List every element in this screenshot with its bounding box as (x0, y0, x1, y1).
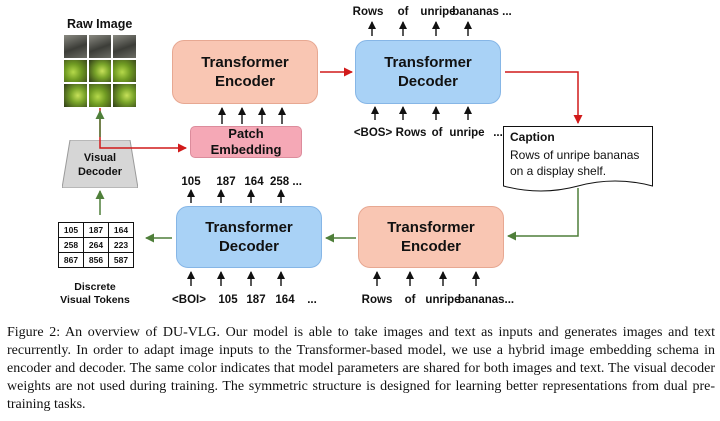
top-input-token: Rows (395, 127, 427, 139)
connection-arrows (95, 21, 583, 286)
transformer-decoder-top: Transformer Decoder (355, 40, 501, 104)
top-output-token: bananas ... (452, 6, 512, 18)
token-grid-cell: 856 (83, 252, 109, 268)
visual-decoder-label: Visual Decoder (77, 152, 123, 178)
raw-image-tile (64, 35, 87, 58)
top-output-token: of (397, 6, 409, 18)
top-output-token: Rows (352, 6, 384, 18)
patch-embedding: Patch Embedding (190, 126, 302, 158)
bottom-output-token: 258 ... (270, 176, 302, 188)
bottom-output-token: 105 (181, 176, 201, 188)
raw-image-tile (88, 84, 112, 107)
bottom-output-token: 187 (216, 176, 236, 188)
raw-image (64, 35, 136, 107)
raw-image-tile (113, 35, 136, 58)
visual-tokens-label: Discrete Visual Tokens (60, 281, 130, 306)
token-grid-cell: 223 (108, 237, 134, 253)
bottom-output-token: 164 (244, 176, 264, 188)
transformer-encoder-top: Transformer Encoder (172, 40, 318, 104)
raw-image-label: Raw Image (67, 17, 133, 31)
top-input-token: <BOS> (353, 127, 393, 139)
top-input-token: unripe (449, 127, 485, 139)
raw-image-tile (113, 59, 136, 83)
caption-document-shape (503, 126, 653, 192)
figure-caption: Figure 2: An overview of DU-VLG. Our mod… (7, 325, 715, 412)
bottom-input-token: ... (307, 294, 317, 306)
token-grid-cell: 587 (108, 252, 134, 268)
bottom-input-token: 164 (275, 294, 295, 306)
bottom-input-token: <BOI> (172, 294, 206, 306)
raw-image-tile (64, 84, 87, 107)
raw-image-tile (64, 59, 87, 83)
encoder-input-token: unripe (425, 294, 461, 306)
bottom-input-token: 105 (218, 294, 238, 306)
top-output-token: unripe (420, 6, 456, 18)
raw-image-tile (88, 35, 112, 58)
encoder-input-token: of (404, 294, 416, 306)
raw-image-tile (113, 84, 136, 107)
caption-text: Rows of unripe bananas on a display shel… (510, 148, 640, 178)
encoder-input-token: bananas... (457, 294, 515, 306)
transformer-decoder-bottom: Transformer Decoder (176, 206, 322, 268)
transformer-encoder-bottom: Transformer Encoder (358, 206, 504, 268)
bottom-input-token: 187 (246, 294, 266, 306)
red-arrow-decoder-to-caption (505, 71, 583, 124)
encoder-input-token: Rows (361, 294, 393, 306)
red-arrow-image-to-patch (99, 108, 187, 153)
top-input-token: ... (493, 127, 503, 139)
green-arrow-caption-to-encoder (507, 188, 579, 241)
visual-decoder-shape (62, 140, 138, 188)
caption-title: Caption (510, 130, 555, 144)
raw-image-tile (88, 59, 112, 83)
top-input-token: of (431, 127, 443, 139)
